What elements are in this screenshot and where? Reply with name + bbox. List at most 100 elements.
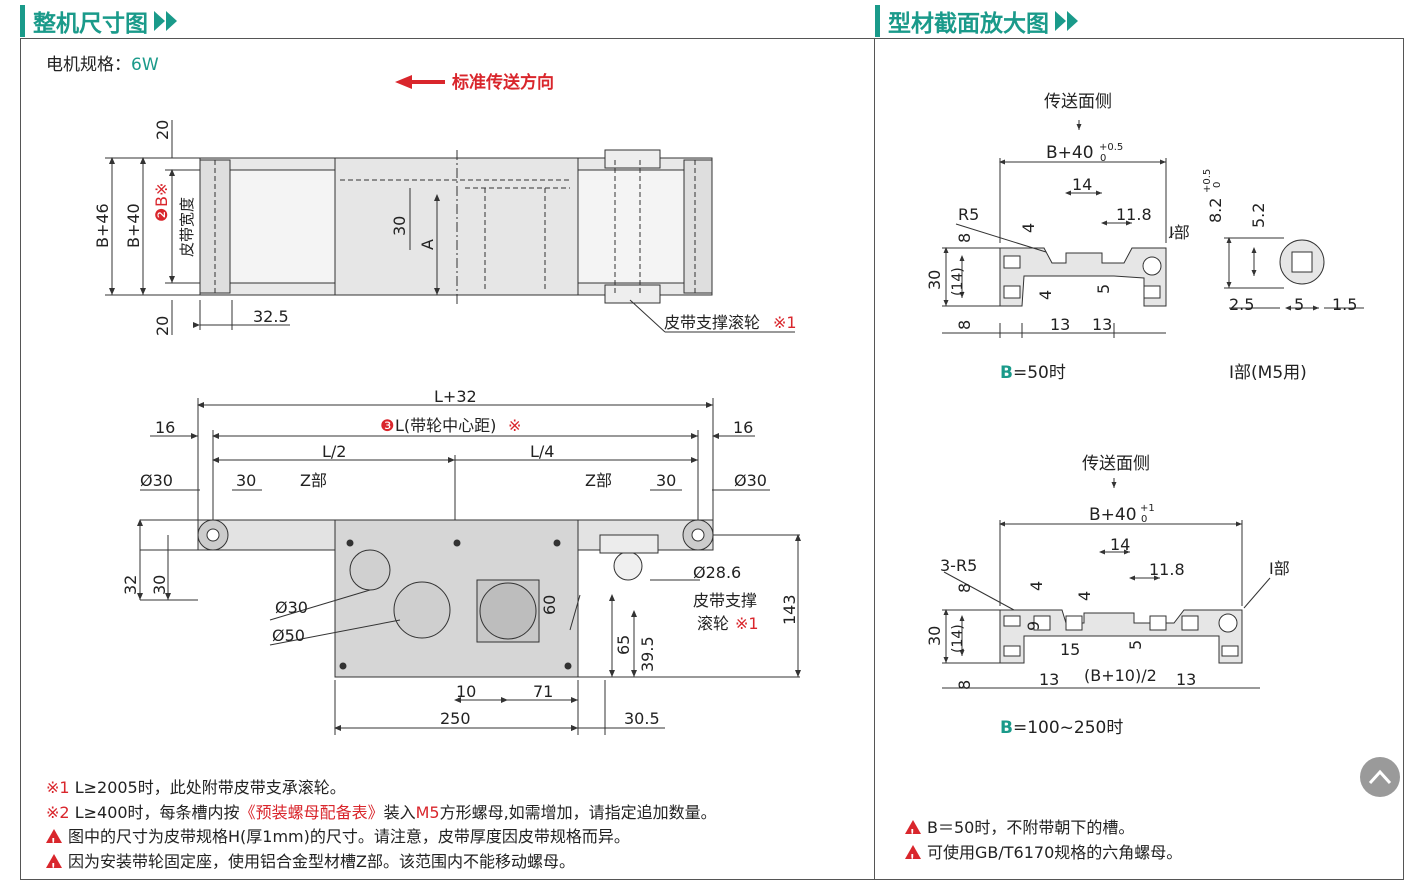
note-2-text-c: 方形螺母,如需增加，请指定追加数量。 — [439, 802, 717, 822]
dim-l-center-star: ※ — [508, 416, 521, 435]
profile-b-d14p: (14) — [950, 624, 966, 653]
note-1-mark: ※1 — [46, 778, 70, 797]
dim-30-5: 30.5 — [624, 709, 660, 728]
dim-l-center-mark: ❸ — [380, 416, 394, 435]
dim-l4: L/4 — [530, 442, 554, 461]
profile-a-d4a: 4 — [1019, 223, 1038, 233]
top-view-labels: B+46 B+40 ❷ B※ 皮带宽度 20 20 32.5 30 A 皮带支撑… — [93, 120, 797, 336]
dim-32-5: 32.5 — [253, 307, 289, 326]
motor-spec-value: 6W — [131, 55, 159, 75]
profile-a-tol-low: 0 — [1100, 153, 1106, 164]
dim-b-mark: ❷ — [152, 208, 171, 222]
dim-60: 60 — [540, 595, 559, 615]
profile-b-r5: 3-R5 — [940, 556, 977, 575]
profile-a-labels: 传送面侧 B+40 +0.5 0 14 11.8 R5 8 4 I部 30 (1… — [925, 92, 1190, 383]
title-accent-bar — [20, 5, 25, 37]
dim-l-center: L(带轮中心距) — [395, 416, 496, 435]
profile-a-tol-up: +0.5 — [1099, 142, 1123, 153]
double-arrow-icon — [1055, 11, 1079, 31]
dim-16a: 16 — [155, 418, 175, 437]
note-3-text: 图中的尺寸为皮带规格H(厚1mm)的尺寸。请注意，皮带厚度因皮带规格而异。 — [68, 827, 630, 846]
direction-arrow: 标准传送方向 — [395, 72, 554, 93]
profile-b-d13b: 13 — [1176, 670, 1196, 689]
profile-b-d13a: 13 — [1039, 670, 1059, 689]
profile-a-d8a: 8 — [955, 233, 974, 243]
note-1-text: L≥2005时，此处附带皮带支承滚轮。 — [74, 778, 346, 797]
right-panel — [874, 38, 1404, 880]
z-part-b: Z部 — [585, 471, 612, 490]
profile-b-labels: 传送面侧 B+40 +1 0 14 11.8 3-R5 8 4 4 I部 30 … — [925, 454, 1290, 738]
warning-triangle-icon — [46, 853, 62, 880]
roller-mark-b: ※1 — [735, 614, 759, 633]
note-1: ※1 L≥2005时，此处附带皮带支承滚轮。 — [46, 776, 717, 801]
roller-mark: ※1 — [773, 313, 797, 332]
profile-a-side-label: 传送面侧 — [1044, 92, 1112, 112]
dim-b: B※ — [152, 183, 171, 207]
dim-39-5: 39.5 — [638, 636, 657, 672]
dim-top20: 20 — [153, 120, 172, 140]
profile-a-d13b: 13 — [1092, 315, 1112, 334]
roller-label-b: 滚轮 — [697, 614, 729, 633]
warning-triangle-icon — [905, 820, 921, 847]
profile-a-d8b: 8 — [955, 320, 974, 330]
profile-b-d30: 30 — [925, 626, 944, 646]
dim-a: A — [418, 239, 437, 250]
note-4-text: 因为安装带轮固定座，使用铝合金型材槽Z部。该范围内不能移动螺母。 — [68, 851, 575, 871]
nut-table-link[interactable]: 《预装螺母配备表》 — [239, 802, 384, 822]
roller-label: 皮带支撑滚轮 — [664, 313, 760, 332]
dim-b40: B+40 — [124, 203, 143, 248]
profile-i-tol-low: 0 — [1212, 182, 1223, 188]
z-part-a: Z部 — [300, 471, 327, 490]
dim-l32: L+32 — [434, 387, 477, 406]
dim-30a: 30 — [236, 471, 256, 490]
side-view — [137, 398, 801, 735]
profile-a-ipart: I部 — [1169, 223, 1190, 242]
profile-a-d11-8: 11.8 — [1116, 205, 1152, 224]
right-section-title: 型材截面放大图 — [875, 4, 1079, 38]
dim-30: 30 — [390, 216, 409, 236]
dim-250: 250 — [440, 709, 471, 728]
profile-a-width: B+40 — [1046, 143, 1094, 163]
direction-label: 标准传送方向 — [452, 72, 554, 93]
overall-dimension-drawing: 标准传送方向 B+46 B+40 — [93, 72, 801, 735]
dim-16b: 16 — [733, 418, 753, 437]
profile-i-caption: I部(M5用) — [1229, 363, 1307, 383]
note-2-m5: M5 — [415, 802, 440, 822]
profile-a-d30: 30 — [925, 270, 944, 290]
profile-i-d1-5: 1.5 — [1332, 295, 1357, 314]
note-2-mark: ※2 — [46, 802, 70, 822]
profile-b-caption-rest: =100~250时 — [1013, 718, 1123, 738]
left-section-title: 整机尺寸图 — [20, 4, 178, 38]
note-3: 图中的尺寸为皮带规格H(厚1mm)的尺寸。请注意，皮带厚度因皮带规格而异。 — [46, 825, 717, 856]
profile-a-caption: B=50时 — [1000, 363, 1066, 383]
profile-i — [1224, 237, 1364, 311]
profile-a-d13a: 13 — [1050, 315, 1070, 334]
dim-l2: L/2 — [322, 442, 346, 461]
profile-i-tol-up: +0.5 — [1202, 169, 1213, 193]
profile-b-width: B+40 — [1089, 505, 1137, 525]
dim-32: 32 — [121, 575, 140, 595]
scroll-top-button[interactable] — [1360, 757, 1400, 797]
roller-label-a: 皮带支撑 — [693, 591, 757, 610]
profile-b-b10: (B+10)/2 — [1084, 666, 1157, 685]
note-2-text-a: L≥400时，每条槽内按 — [74, 802, 240, 822]
profile-b-side-label: 传送面侧 — [1082, 454, 1150, 474]
dim-phi28-6: Ø28.6 — [693, 563, 741, 582]
dim-10: 10 — [456, 682, 476, 701]
warning-triangle-icon — [905, 844, 921, 871]
profile-b-d15: 15 — [1060, 640, 1080, 659]
profile-b — [942, 478, 1271, 689]
right-note-1-text: B＝50时，不附带朝下的槽。 — [927, 818, 1135, 837]
note-2-text-b: 装入 — [383, 802, 416, 822]
profile-a — [942, 120, 1175, 338]
dim-phi30b: Ø30 — [734, 471, 767, 490]
profile-b-d4a: 4 — [1027, 581, 1046, 591]
dim-phi50: Ø50 — [272, 626, 305, 645]
profile-b-caption: B=100~250时 — [1000, 718, 1123, 738]
right-notes: B＝50时，不附带朝下的槽。 可使用GB/T6170规格的六角螺母。 — [905, 816, 1182, 871]
profile-b-ipart: I部 — [1269, 559, 1290, 578]
motor-spec: 电机规格：6W — [46, 50, 159, 75]
profile-a-d4b: 4 — [1036, 290, 1055, 300]
dim-phi30a: Ø30 — [140, 471, 173, 490]
dim-65: 65 — [614, 635, 633, 655]
